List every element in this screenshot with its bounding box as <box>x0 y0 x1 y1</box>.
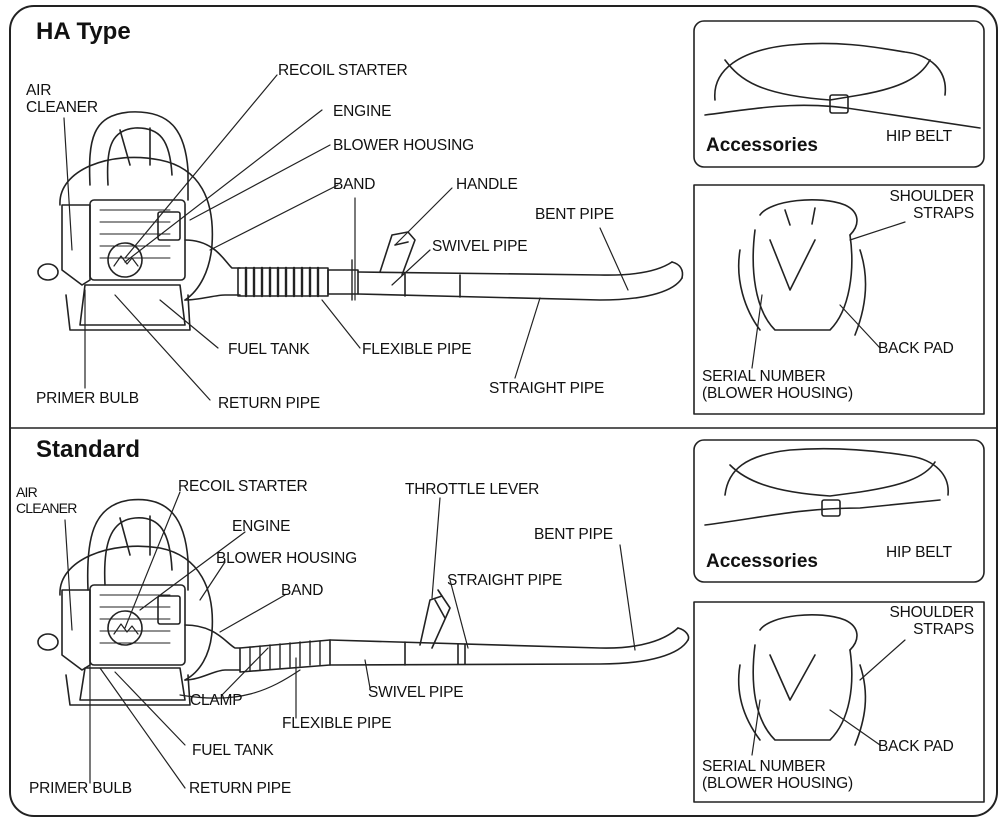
ha-fuel-tank-label: FUEL TANK <box>228 341 310 358</box>
ha-type-title: HA Type <box>36 18 131 45</box>
outer-frame <box>9 5 998 817</box>
ha-back-pad-label: BACK PAD <box>878 340 954 357</box>
ha-primer-bulb-label: PRIMER BULB <box>36 390 139 407</box>
hip-belt-box-top <box>693 20 985 168</box>
straps-box-top <box>693 184 985 415</box>
std-flexible-pipe-label: FLEXIBLE PIPE <box>282 715 392 732</box>
std-clamp-label: CLAMP <box>190 692 243 709</box>
std-swivel-pipe-label: SWIVEL PIPE <box>368 684 464 701</box>
std-throttle-lever-label: THROTTLE LEVER <box>405 481 540 498</box>
ha-bent-pipe-label: BENT PIPE <box>535 206 614 223</box>
std-recoil-starter-label: RECOIL STARTER <box>178 478 308 495</box>
ha-hip-belt-label: HIP BELT <box>886 128 952 145</box>
ha-band-label: BAND <box>333 176 376 193</box>
std-blower-housing-label: BLOWER HOUSING <box>216 550 358 567</box>
ha-straight-pipe-label: STRAIGHT PIPE <box>489 380 605 397</box>
hip-belt-box-bottom <box>693 439 985 583</box>
std-serial-number-label: SERIAL NUMBER (BLOWER HOUSING) <box>702 758 853 792</box>
std-air-cleaner-label: AIR CLEANER <box>16 484 77 516</box>
standard-accessories-drawing <box>704 447 949 746</box>
std-hip-belt-label: HIP BELT <box>886 544 952 561</box>
std-fuel-tank-label: FUEL TANK <box>192 742 274 759</box>
std-accessories-heading: Accessories <box>706 551 818 572</box>
ha-recoil-starter-label: RECOIL STARTER <box>278 62 408 79</box>
std-straight-pipe-label: STRAIGHT PIPE <box>447 572 563 589</box>
ha-swivel-pipe-label: SWIVEL PIPE <box>432 238 528 255</box>
ha-flexible-pipe-label: FLEXIBLE PIPE <box>362 341 472 358</box>
std-engine-label: ENGINE <box>232 518 291 535</box>
ha-accessories-drawing <box>704 42 981 336</box>
leader-lines <box>63 74 906 789</box>
std-shoulder-straps-label: SHOULDER STRAPS <box>889 604 974 638</box>
ha-accessories-heading: Accessories <box>706 135 818 156</box>
ha-blower-housing-label: BLOWER HOUSING <box>333 137 475 154</box>
std-band-label: BAND <box>281 582 324 599</box>
ha-engine-label: ENGINE <box>333 103 392 120</box>
ha-handle-label: HANDLE <box>456 176 518 193</box>
ha-blower-drawing <box>37 111 684 331</box>
std-bent-pipe-label: BENT PIPE <box>534 526 613 543</box>
std-back-pad-label: BACK PAD <box>878 738 954 755</box>
standard-blower-drawing <box>37 498 690 706</box>
standard-title: Standard <box>36 436 141 463</box>
ha-shoulder-straps-label: SHOULDER STRAPS <box>889 188 974 222</box>
std-return-pipe-label: RETURN PIPE <box>189 780 292 797</box>
ha-air-cleaner-label: AIR CLEANER <box>26 82 98 116</box>
ha-serial-number-label: SERIAL NUMBER (BLOWER HOUSING) <box>702 368 853 402</box>
std-primer-bulb-label: PRIMER BULB <box>29 780 132 797</box>
ha-return-pipe-label: RETURN PIPE <box>218 395 321 412</box>
straps-box-bottom <box>693 601 985 803</box>
